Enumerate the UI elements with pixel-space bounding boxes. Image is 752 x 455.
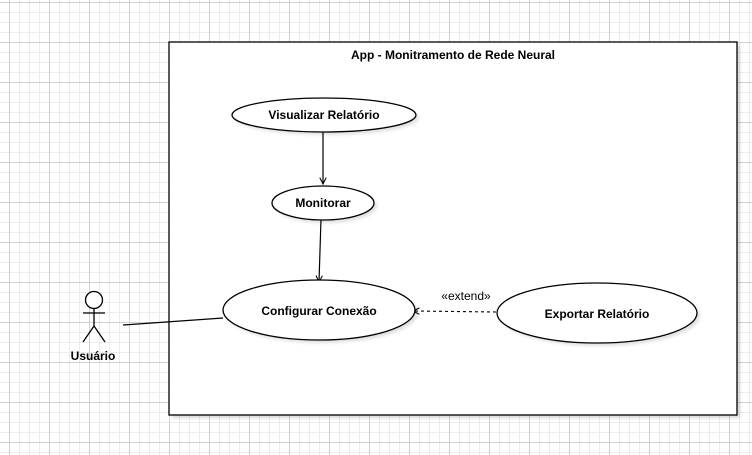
usecase-visualizar-relatorio[interactable]: Visualizar Relatório bbox=[231, 97, 419, 135]
usecase-exportar-relatorio[interactable]: Exportar Relatório bbox=[496, 282, 700, 346]
usecase-ellipse bbox=[496, 282, 698, 344]
system-boundary-box bbox=[168, 41, 738, 416]
usecase-ellipse bbox=[222, 279, 416, 341]
system-title: App - Monitramento de Rede Neural bbox=[351, 48, 555, 62]
usecase-ellipse bbox=[271, 185, 375, 221]
actor-stick-figure-icon bbox=[82, 290, 106, 343]
usecase-configurar-conexao[interactable]: Configurar Conexão bbox=[222, 279, 418, 343]
usecase-label-exportar: Exportar Relatório bbox=[545, 307, 650, 321]
extend-arrow-exportar-configurar[interactable] bbox=[413, 311, 497, 312]
usecase-monitorar[interactable]: Monitorar bbox=[271, 185, 377, 223]
usecase-label-monitorar: Monitorar bbox=[295, 196, 351, 210]
relationships: «extend» bbox=[122, 130, 497, 326]
actor-usuario[interactable]: Usuário bbox=[71, 290, 116, 364]
actor-label: Usuário bbox=[71, 349, 116, 363]
extend-label: «extend» bbox=[441, 289, 491, 303]
usecase-label-visualizar: Visualizar Relatório bbox=[268, 108, 379, 122]
usecase-ellipse bbox=[231, 97, 417, 133]
system-boundary[interactable]: App - Monitramento de Rede Neural bbox=[168, 41, 740, 418]
association-line-usuario-configurar[interactable] bbox=[122, 317, 224, 326]
usecase-label-configurar: Configurar Conexão bbox=[261, 304, 376, 318]
include-arrow-monitorar-configurar[interactable] bbox=[319, 218, 321, 282]
